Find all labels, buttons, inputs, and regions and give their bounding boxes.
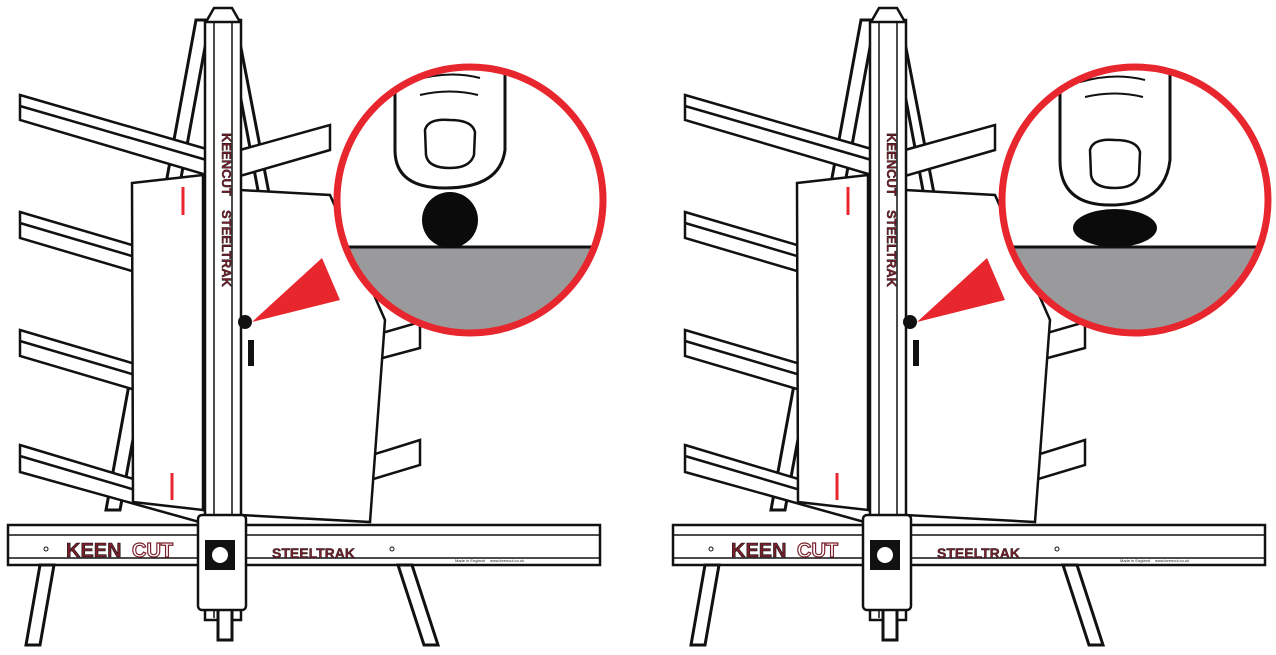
brand-keen: KEEN (66, 540, 122, 562)
rubber-ball-icon (422, 192, 478, 248)
callout-pointer (917, 258, 1005, 322)
fingertip-icon (1058, 67, 1172, 207)
brand-cut: CUT (132, 540, 173, 562)
fingertip-icon (393, 67, 507, 190)
made-in-text: Made in England (1120, 558, 1150, 563)
magnifier-left (337, 67, 603, 333)
brand-cut: CUT (797, 540, 838, 562)
panel-right: KEEN CUT STEELTRAK Made in England www.k… (671, 6, 1272, 647)
column-brand-vertical: KEENCUT (884, 133, 899, 196)
url-text: www.keencut.co.uk (490, 558, 524, 563)
url-text: www.keencut.co.uk (1155, 558, 1189, 563)
column-brand-vertical: KEENCUT (219, 133, 234, 196)
made-in-text: Made in England (455, 558, 485, 563)
callout-pointer (252, 258, 340, 322)
rubber-ball-icon (1073, 209, 1157, 247)
column-product-vertical: STEELTRAK (219, 210, 234, 288)
panel-left: KEEN CUT STEELTRAK Made in England www.k… (6, 6, 607, 647)
product-steeltrak: STEELTRAK (937, 545, 1020, 561)
column-product-vertical: STEELTRAK (884, 210, 899, 288)
product-steeltrak: STEELTRAK (272, 545, 355, 561)
brand-keen: KEEN (731, 540, 787, 562)
